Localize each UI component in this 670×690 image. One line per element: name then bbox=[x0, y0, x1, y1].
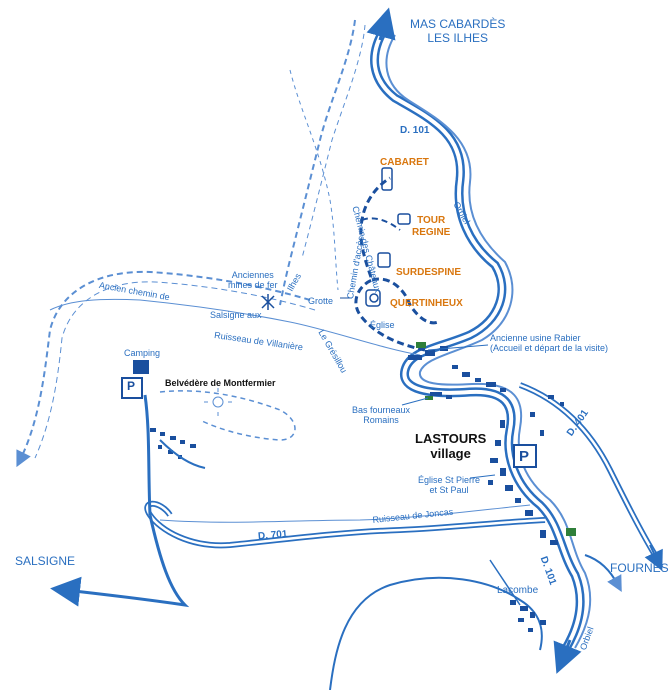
castle-ruins bbox=[365, 167, 411, 307]
usine-site-marker bbox=[416, 342, 426, 348]
destination-north-line2: LES ILHES bbox=[427, 30, 489, 45]
parking-east-box bbox=[513, 444, 537, 468]
village-label-2: village bbox=[430, 445, 471, 461]
village-label: LASTOURS village bbox=[415, 431, 487, 462]
track-nw-2 bbox=[289, 69, 339, 291]
castle-cabaret: CABARET bbox=[380, 157, 429, 168]
castle-quertinheux: QUERTINHEUX bbox=[390, 298, 463, 309]
arrow-north bbox=[366, 7, 396, 41]
castle-tour-regine-line1: TOUR bbox=[417, 215, 446, 226]
eglise-st-label-2: et St Paul bbox=[429, 485, 469, 496]
destination-north-line1: MAS CABARDÈS bbox=[410, 17, 506, 31]
usine-label-line1: Ancienne usine Rabier bbox=[490, 333, 581, 343]
grotte-label: Grotte bbox=[308, 296, 334, 306]
main-road-d101 bbox=[370, 23, 585, 655]
castle-tour-regine: TOUR REGINE bbox=[412, 215, 450, 238]
track-nw-1 bbox=[279, 19, 356, 306]
belvedere-viewpoint bbox=[204, 388, 232, 416]
usine-label-line2: (Accueil et départ de la visite) bbox=[490, 343, 609, 354]
lacombe-label: Lacombe bbox=[497, 585, 539, 596]
bas-fourneaux-label: Bas fourneaux Romains bbox=[352, 405, 410, 426]
village-label-1: LASTOURS bbox=[415, 431, 487, 446]
fournes-site-marker bbox=[566, 528, 576, 536]
anciennes-mines-label-2: mines de fer bbox=[228, 280, 278, 291]
ancien-chemin-label-2: Salsigne aux bbox=[210, 310, 262, 320]
stream-joncas bbox=[159, 504, 531, 523]
parking-west-box bbox=[121, 377, 143, 399]
trail-chateaux bbox=[354, 176, 426, 352]
destination-west: SALSIGNE bbox=[15, 554, 76, 568]
destination-east: FOURNES bbox=[610, 561, 669, 575]
eglise-st-label: Église St Pierre et St Paul bbox=[418, 475, 480, 496]
hamlet-buildings bbox=[150, 428, 196, 459]
parking-west-label: P bbox=[127, 379, 136, 393]
road-camping bbox=[143, 394, 152, 516]
destination-north: MAS CABARDÈS LES ILHES bbox=[410, 17, 506, 46]
fourneaux-site-marker bbox=[425, 396, 433, 400]
mines-symbol bbox=[261, 294, 275, 310]
lacombe-buildings bbox=[510, 600, 546, 632]
village-buildings bbox=[408, 346, 564, 545]
belvedere-label: Belvédère de Montfermier bbox=[165, 378, 276, 388]
bas-fourneaux-label-2: Romains bbox=[363, 415, 399, 426]
river-orbiel bbox=[385, 34, 592, 649]
road-d401 bbox=[518, 382, 663, 572]
anciennes-mines-label: Anciennes mines de fer bbox=[228, 270, 278, 291]
eglise-label: Église bbox=[370, 320, 395, 330]
belvedere-loop bbox=[159, 390, 296, 441]
path-ancien-chemin bbox=[16, 270, 311, 468]
road-salsigne bbox=[50, 514, 190, 608]
usine-label: Ancienne usine Rabier (Accueil et départ… bbox=[490, 333, 608, 354]
stream-villaniere bbox=[49, 298, 421, 356]
bas-fourneaux-label-1: Bas fourneaux bbox=[352, 405, 411, 415]
arrow-south bbox=[553, 639, 582, 674]
road-lacombe bbox=[329, 576, 543, 690]
anciennes-mines-label-1: Anciennes bbox=[231, 270, 274, 280]
road-fournes-branch bbox=[584, 554, 622, 593]
parking-east-label: P bbox=[519, 448, 530, 465]
camping-label: Camping bbox=[124, 348, 161, 358]
castle-surdespine: SURDESPINE bbox=[396, 267, 462, 278]
eglise-st-label-1: Église St Pierre bbox=[418, 475, 481, 485]
camping-symbol bbox=[133, 360, 149, 374]
road-label-d101-north: D. 101 bbox=[400, 125, 430, 136]
castle-tour-regine-line2: REGINE bbox=[412, 226, 451, 238]
